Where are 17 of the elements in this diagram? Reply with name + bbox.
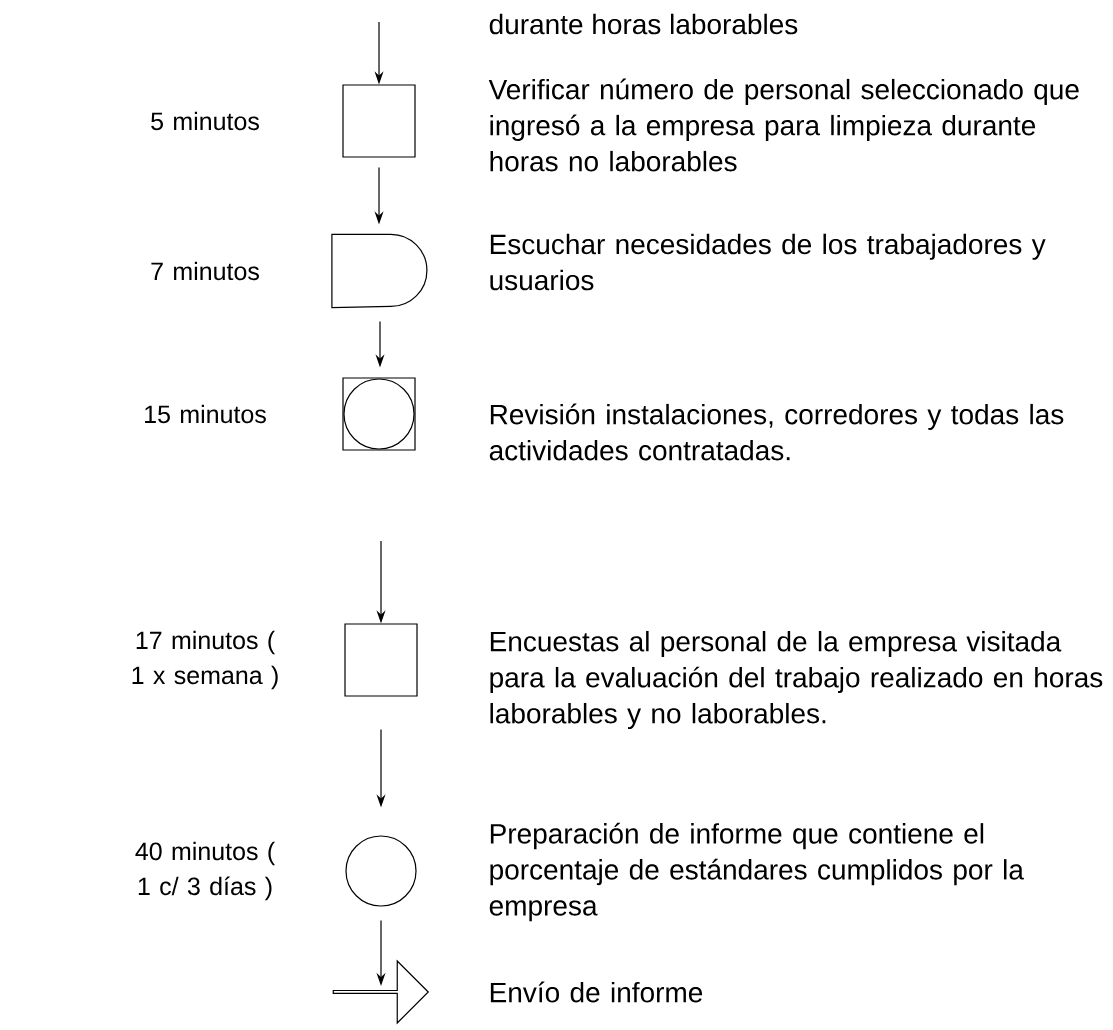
inspection-box — [344, 623, 418, 697]
operation-circle — [345, 835, 417, 907]
duration-label: 15 minutos — [145, 404, 266, 424]
duration-label: 5 minutos — [151, 111, 259, 131]
inspection-box — [342, 84, 416, 158]
combined-symbol — [342, 377, 416, 451]
step-description: Preparación de informe que contiene el porcentaje de estándares cumplidos por la empresa — [489, 822, 1024, 922]
delay-symbol — [331, 233, 428, 309]
note-text: durante horas laborables — [489, 13, 798, 35]
duration-label: 17 minutos ( 1 x semana ) — [132, 630, 278, 690]
step-description: Encuestas al personal de la empresa visitada para la evaluación del trabajo realizado en horas laborables y no laborables. — [490, 630, 1103, 730]
step-description: Verificar número de personal seleccionado que ingresó a la empresa para limpieza durante horas no laborables — [488, 78, 1079, 172]
step-description: Escuchar necesidades de los trabajadores y usuarios — [490, 233, 1046, 291]
duration-label: 7 minutos — [151, 261, 259, 281]
duration-label: 40 minutos ( 1 c/ 3 días ) — [135, 841, 275, 901]
step-description: Envío de informe — [490, 981, 703, 1003]
step-description: Revisión instalaciones, corredores y todas las actividades contratadas. — [489, 403, 1064, 461]
